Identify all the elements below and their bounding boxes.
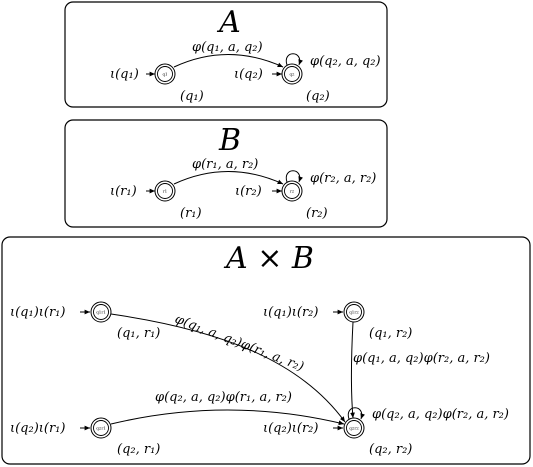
state-q1-tag: q1 bbox=[162, 72, 167, 77]
state-q2: q2 ι(q₂) (q₂) bbox=[234, 63, 330, 104]
state-q2r1-initial-weight: ι(q₂)ι(r₁) bbox=[10, 421, 65, 436]
state-q1r1-initial-weight: ι(q₁)ι(r₁) bbox=[10, 305, 65, 320]
panel-product-frame bbox=[1, 236, 531, 465]
state-q1r1-tag: q1r1 bbox=[96, 310, 106, 315]
state-q1r1: q1r1 ι(q₁)ι(r₁) (q₁, r₁) bbox=[10, 301, 160, 341]
state-q1-initial-weight: ι(q₁) bbox=[110, 67, 139, 82]
panel-product: A × B q1r1 ι(q₁)ι(r₁) (q₁, r₁) q1r2 ι(q₁… bbox=[1, 236, 531, 465]
panel-b-frame bbox=[64, 119, 388, 228]
panel-product-title: A × B bbox=[223, 241, 314, 276]
state-q2r1-tag: q2r1 bbox=[96, 426, 106, 431]
state-q2r2: q2r2 ι(q₂)ι(r₂) (q₂, r₂) bbox=[263, 417, 412, 457]
state-q2r1: q2r1 ι(q₂)ι(r₁) (q₂, r₁) bbox=[10, 417, 160, 457]
state-q1r2: q1r2 ι(q₁)ι(r₂) (q₁, r₂) bbox=[263, 301, 412, 341]
state-r1-tag: r1 bbox=[163, 189, 167, 194]
state-r1-initial-weight: ι(r₁) bbox=[110, 184, 137, 199]
state-q2-tag: q2 bbox=[289, 72, 295, 77]
panel-a: A q1 ι(q₁) (q₁) q2 ι(q₂) (q₂) φ(q₁, a, q… bbox=[64, 1, 388, 108]
state-q2r1-inner bbox=[93, 420, 109, 436]
state-q1: q1 ι(q₁) (q₁) bbox=[110, 63, 204, 104]
state-r1: r1 ι(r₁) (r₁) bbox=[110, 180, 202, 221]
state-q2-initial-weight: ι(q₂) bbox=[234, 67, 263, 82]
state-r2-tag: r2 bbox=[290, 189, 295, 194]
transition-q2r2-loop bbox=[347, 407, 365, 420]
transition-q1r2-q2r2-label: φ(q₁, a, q₂)φ(r₂, a, r₂) bbox=[353, 351, 490, 366]
state-q2r2-inner bbox=[346, 420, 362, 436]
state-q1-name: (q₁) bbox=[180, 89, 204, 104]
transition-q2r1-q2r2 bbox=[110, 409, 345, 426]
state-q2-inner bbox=[284, 66, 300, 82]
state-q1-inner bbox=[157, 66, 173, 82]
transition-q1-q2 bbox=[173, 54, 284, 68]
state-q1r1-inner bbox=[93, 304, 109, 320]
panel-b-title: B bbox=[218, 123, 241, 158]
transition-q2-loop bbox=[285, 53, 303, 66]
transition-r2-loop bbox=[285, 170, 303, 183]
panel-a-title: A bbox=[216, 5, 241, 40]
transition-q1-q2-label: φ(q₁, a, q₂) bbox=[192, 40, 263, 55]
state-r1-inner bbox=[157, 183, 173, 199]
transition-r1-r2 bbox=[173, 171, 284, 185]
state-q2r1-name: (q₂, r₁) bbox=[117, 442, 160, 457]
state-r2-name: (r₂) bbox=[306, 206, 328, 221]
state-q2-name: (q₂) bbox=[306, 89, 330, 104]
state-q1r1-name: (q₁, r₁) bbox=[117, 326, 160, 341]
transition-r1-r2-label: φ(r₁, a, r₂) bbox=[192, 157, 258, 172]
transition-q2r1-q2r2-label: φ(q₂, a, q₂)φ(r₁, a, r₂) bbox=[155, 390, 292, 405]
state-r1-name: (r₁) bbox=[180, 206, 202, 221]
state-r2-inner bbox=[284, 183, 300, 199]
panel-b: B r1 ι(r₁) (r₁) r2 ι(r₂) (r₂) φ(r₁, a, r… bbox=[64, 119, 388, 228]
transition-q1r1-q2r2 bbox=[110, 313, 346, 423]
state-q1r2-inner bbox=[346, 304, 362, 320]
state-q2r2-name: (q₂, r₂) bbox=[369, 442, 412, 457]
transition-q2-loop-label: φ(q₂, a, q₂) bbox=[310, 54, 381, 69]
state-q1r2-tag: q1r2 bbox=[349, 310, 359, 315]
state-q2r2-initial-weight: ι(q₂)ι(r₂) bbox=[263, 421, 318, 436]
state-q1r2-initial-weight: ι(q₁)ι(r₂) bbox=[263, 305, 318, 320]
transition-r2-loop-label: φ(r₂, a, r₂) bbox=[310, 171, 376, 186]
state-r2: r2 ι(r₂) (r₂) bbox=[235, 180, 328, 221]
state-q1r2-name: (q₁, r₂) bbox=[369, 326, 412, 341]
state-r2-initial-weight: ι(r₂) bbox=[235, 184, 262, 199]
transition-q1r2-q2r2 bbox=[350, 321, 355, 419]
transition-q2r2-loop-label: φ(q₂, a, q₂)φ(r₂, a, r₂) bbox=[372, 407, 509, 422]
state-q2r2-tag: q2r2 bbox=[349, 426, 359, 431]
